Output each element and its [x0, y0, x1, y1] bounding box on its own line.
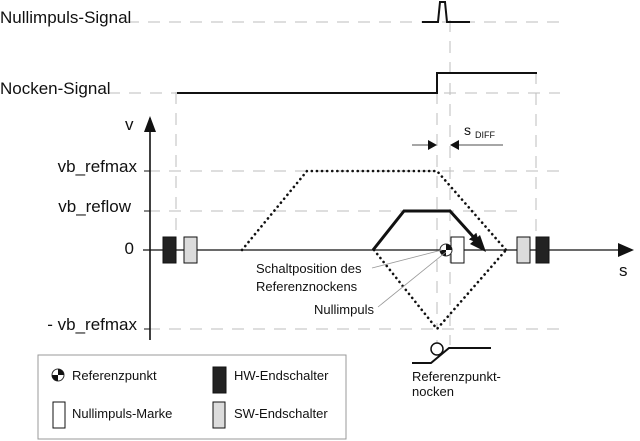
- nullimpuls-annotation: Nullimpuls: [314, 302, 374, 317]
- referenzpunkt-nocken-icon: [412, 340, 491, 364]
- sw-endschalter-left: [183, 236, 198, 264]
- legend-hw-endschalter-label: HW-Endschalter: [234, 368, 329, 383]
- nullimpuls-marke: [450, 236, 465, 264]
- solid-profile-reflow: [371, 209, 480, 251]
- legend-referenzpunkt-label: Referenzpunkt: [72, 368, 157, 383]
- leader-nullimpuls: [377, 251, 447, 308]
- hw-endschalter-right: [535, 236, 550, 264]
- v-axis-arrow-icon: [144, 116, 156, 132]
- nullimpuls-signal-label: Nullimpuls-Signal: [0, 8, 131, 27]
- cam-label-line1: Referenzpunkt-: [412, 369, 501, 384]
- leader-schaltposition: [371, 249, 443, 269]
- legend-referenzpunkt-icon: [51, 368, 65, 382]
- s-diff-left-arrow-icon: [428, 140, 437, 150]
- schaltposition-label-line1: Schaltposition des: [256, 261, 362, 276]
- sw-endschalter-right: [516, 236, 531, 264]
- y-tick-zero: 0: [125, 239, 134, 258]
- s-diff-right-arrow-icon: [450, 140, 459, 150]
- legend-box: [37, 354, 347, 440]
- s-diff-subscript: DIFF: [475, 130, 495, 140]
- referenzpunkt-icon: [439, 243, 453, 257]
- legend-hw-endschalter-icon: [212, 366, 227, 394]
- s-diff-main: s: [464, 122, 471, 138]
- nullimpuls-signal-trace: [422, 1, 470, 23]
- y-tick-vb-refmax: vb_refmax: [58, 157, 138, 176]
- legend-sw-endschalter-icon: [212, 401, 226, 429]
- schaltposition-label-line2: Referenznockens: [256, 279, 358, 294]
- cam-label-line2: nocken: [412, 384, 454, 399]
- legend: Referenzpunkt HW-Endschalter Nullimpuls-…: [37, 354, 347, 440]
- dotted-profile-reverse: [372, 248, 508, 332]
- legend-sw-endschalter-label: SW-Endschalter: [234, 406, 328, 421]
- s-axis-arrow-icon: [618, 243, 634, 257]
- hw-endschalter-left: [162, 236, 177, 264]
- nocken-signal-trace: [177, 72, 537, 94]
- y-tick-neg-vb-refmax: - vb_refmax: [47, 315, 137, 334]
- legend-nullimpuls-marke-label: Nullimpuls-Marke: [72, 406, 172, 421]
- dotted-profile-max: [240, 169, 508, 252]
- nocken-signal-label: Nocken-Signal: [0, 79, 111, 98]
- solid-profile-arrow-icon: [470, 235, 486, 252]
- v-axis-label: v: [125, 115, 134, 134]
- legend-nullimpuls-marke-icon: [52, 401, 66, 429]
- s-axis-label: s: [619, 261, 628, 280]
- y-tick-vb-reflow: vb_reflow: [58, 197, 131, 216]
